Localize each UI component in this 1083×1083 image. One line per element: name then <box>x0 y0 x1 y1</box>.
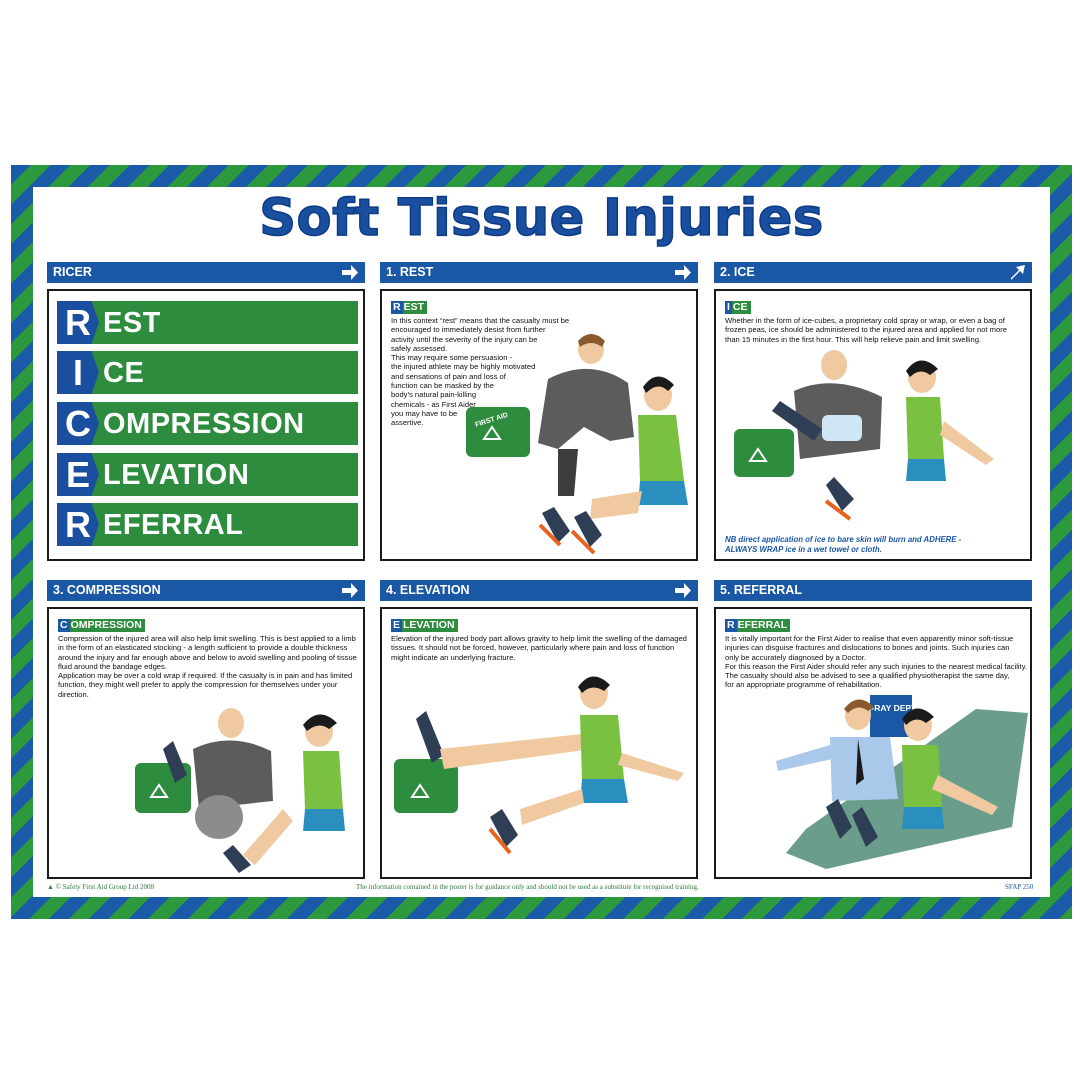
panel-header-label: 2. ICE <box>720 265 755 279</box>
panel-rest: 1. REST R EST In this context “rest” mea… <box>380 262 698 562</box>
first-aid-cross-icon <box>410 783 430 798</box>
panel-ricer: RICER R EST I CE C OMPRESSION E LE <box>47 262 365 562</box>
elevation-text: Elevation of the injured body part allow… <box>391 634 687 662</box>
ice-illustration <box>734 350 994 521</box>
ricer-letter: R <box>57 301 99 344</box>
ricer-word: OMPRESSION <box>103 408 305 440</box>
section-tag: R EST <box>391 301 428 314</box>
ricer-row-ice: I CE <box>57 351 358 394</box>
ice-warning-note: NB direct application of ice to bare ski… <box>725 535 962 554</box>
poster-body: Soft Tissue Injuries RICER R EST I CE C … <box>33 187 1050 897</box>
ricer-row-compression: C OMPRESSION <box>57 402 358 445</box>
ricer-box: R EST I CE C OMPRESSION E LEVATION R E <box>47 289 365 561</box>
panel-header-elevation: 4. ELEVATION <box>380 580 698 601</box>
ricer-letter: R <box>57 503 99 546</box>
rest-text: In this context “rest” means that the ca… <box>391 316 570 428</box>
rest-illustration: FIRST AID <box>466 334 688 555</box>
panel-header-label: 4. ELEVATION <box>386 583 470 597</box>
section-tag: R EFERRAL <box>725 619 791 632</box>
tag-letter: C <box>58 619 70 632</box>
ice-text: Whether in the form of ice-cubes, a prop… <box>725 316 1007 344</box>
elevation-box: E LEVATION Elevation of the injured body… <box>380 607 698 879</box>
section-tag: I CE <box>725 301 751 314</box>
panel-header-label: 1. REST <box>386 265 434 279</box>
page-title: Soft Tissue Injuries <box>259 188 824 249</box>
tag-letter: E <box>391 619 403 632</box>
footer-copyright: ▲ © Safety First Aid Group Ltd 2008 <box>47 883 154 891</box>
poster-border: Soft Tissue Injuries RICER R EST I CE C … <box>11 165 1072 919</box>
first-aid-cross-icon <box>149 783 169 798</box>
ricer-word: EFERRAL <box>103 509 244 541</box>
compression-box: C OMPRESSION Compression of the injured … <box>47 607 365 879</box>
compression-text: Compression of the injured area will als… <box>58 634 357 699</box>
logo-icon: ▲ <box>47 883 56 891</box>
ricer-letter: C <box>57 402 99 445</box>
rest-box: R EST In this context “rest” means that … <box>380 289 698 561</box>
copyright-text: © Safety First Aid Group Ltd 2008 <box>55 883 154 891</box>
tag-word: EFERRAL <box>736 619 791 632</box>
referral-illustration: X-RAY DEPT <box>776 695 1028 869</box>
arrow-right-icon <box>342 265 358 280</box>
ricer-row-elevation: E LEVATION <box>57 453 358 496</box>
panel-header-label: 5. REFERRAL <box>720 583 802 597</box>
referral-box: R EFERRAL It is vitally important for th… <box>714 607 1032 879</box>
panel-referral: 5. REFERRAL R EFERRAL It is vitally impo… <box>714 580 1032 880</box>
section-tag: C OMPRESSION <box>58 619 145 632</box>
ricer-row-rest: R EST <box>57 301 358 344</box>
tag-letter: I <box>725 301 732 314</box>
referral-text: It is vitally important for the First Ai… <box>725 634 1028 690</box>
panel-header-compression: 3. COMPRESSION <box>47 580 365 601</box>
xray-sign: X-RAY DEPT <box>866 703 917 713</box>
compression-illustration <box>135 708 345 873</box>
arrow-right-icon <box>675 583 691 598</box>
ricer-letter: E <box>57 453 99 496</box>
section-tag: E LEVATION <box>391 619 458 632</box>
ricer-row-referral: R EFERRAL <box>57 503 358 546</box>
panel-compression: 3. COMPRESSION C OMPRESSION Compression … <box>47 580 365 880</box>
ricer-letter: I <box>57 351 99 394</box>
tag-word: CE <box>731 301 751 314</box>
footer-code: SFAP 250 <box>1005 883 1034 891</box>
first-aid-cross-icon <box>748 447 768 462</box>
panel-header-ice: 2. ICE <box>714 262 1032 283</box>
ice-box: I CE Whether in the form of ice-cubes, a… <box>714 289 1032 561</box>
elevation-illustration <box>394 676 684 855</box>
arrow-up-right-icon <box>1011 265 1025 280</box>
ricer-word: EST <box>103 307 161 339</box>
arrow-right-icon <box>342 583 358 598</box>
panel-header-rest: 1. REST <box>380 262 698 283</box>
ricer-word: CE <box>103 357 145 389</box>
panel-header-label: RICER <box>53 265 92 279</box>
first-aid-cross-icon <box>482 425 502 440</box>
tag-word: LEVATION <box>402 619 458 632</box>
panel-header-label: 3. COMPRESSION <box>53 583 161 597</box>
panel-header-ricer: RICER <box>47 262 365 283</box>
ricer-word: LEVATION <box>103 459 250 491</box>
panel-header-referral: 5. REFERRAL <box>714 580 1032 601</box>
panel-elevation: 4. ELEVATION E LEVATION Elevation of the… <box>380 580 698 880</box>
footer-disclaimer: The information contained in the poster … <box>356 883 699 891</box>
tag-letter: R <box>725 619 737 632</box>
panel-ice: 2. ICE I CE Whether in the form of ice-c… <box>714 262 1032 562</box>
tag-word: OMPRESSION <box>69 619 145 632</box>
arrow-right-icon <box>675 265 691 280</box>
tag-word: EST <box>402 301 428 314</box>
tag-letter: R <box>391 301 403 314</box>
